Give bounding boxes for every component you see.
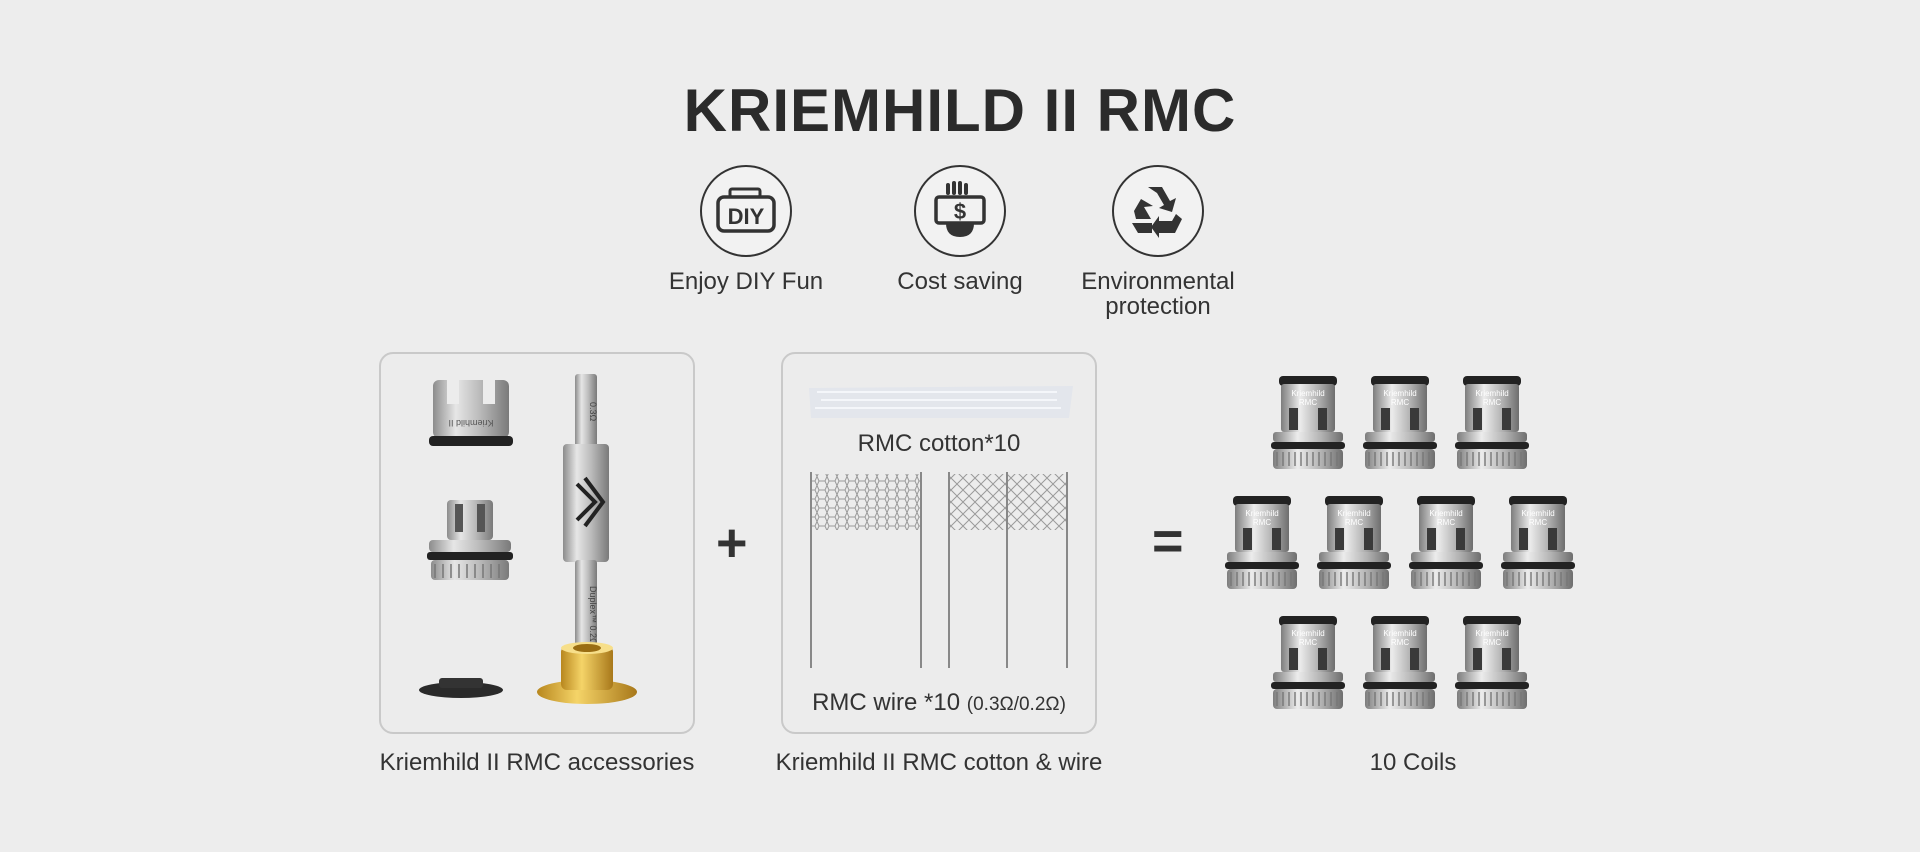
feature-label-multiline: Environmental protection [1058, 269, 1258, 319]
coil-base-part [427, 500, 513, 580]
cotton-wire-box: RMC cotton*10 RMC wire *10 (0.3Ω/0.2Ω) [781, 352, 1097, 734]
svg-text:RMC: RMC [1253, 518, 1271, 527]
head-label: Kriemhild II [448, 418, 493, 428]
diy-icon: DIY [700, 165, 792, 257]
svg-text:Kriemhild: Kriemhild [1291, 389, 1324, 398]
svg-text:RMC: RMC [1483, 398, 1501, 407]
plus-sign: + [716, 513, 748, 573]
svg-text:RMC: RMC [1391, 638, 1409, 647]
cotton-label: RMC cotton*10 [857, 430, 1021, 457]
feature-diy: DIY Enjoy DIY Fun [646, 165, 846, 294]
svg-text:RMC: RMC [1483, 638, 1501, 647]
svg-text:Kriemhild: Kriemhild [1383, 389, 1416, 398]
cotton-strip-image [809, 386, 1073, 418]
accessories-caption: Kriemhild II RMC accessories [379, 749, 695, 776]
mesh-wire-image [810, 472, 1068, 668]
svg-text:RMC: RMC [1299, 638, 1317, 647]
feature-label-line1: Environmental [1081, 268, 1235, 295]
svg-text:RMC: RMC [1391, 398, 1409, 407]
chimney-cap-part: Kriemhild II [429, 380, 513, 446]
svg-text:RMC: RMC [1345, 518, 1363, 527]
svg-text:Kriemhild: Kriemhild [1475, 389, 1508, 398]
svg-text:Kriemhild: Kriemhild [1337, 509, 1370, 518]
feature-label-line2: protection [1105, 293, 1211, 320]
tube-label-bottom: Duplex™ 0.2Ω [588, 586, 598, 645]
svg-text:Kriemhild: Kriemhild [1521, 509, 1554, 518]
svg-text:Kriemhild: Kriemhild [1429, 509, 1462, 518]
svg-text:$: $ [954, 199, 966, 224]
feature-environmental: Environmental protection [1058, 165, 1258, 319]
accessories-illustration: Kriemhild II 0.3Ω Duplex™ 0.2Ω [419, 374, 637, 704]
feature-label: Enjoy DIY Fun [668, 268, 824, 295]
accessories-box: Kriemhild II 0.3Ω Duplex™ 0.2Ω [379, 352, 695, 734]
coils-caption: 10 Coils [1369, 749, 1457, 776]
svg-text:RMC: RMC [1437, 518, 1455, 527]
svg-text:DIY: DIY [728, 204, 765, 229]
feature-label: Cost saving [897, 268, 1023, 295]
wire-label: RMC wire *10 (0.3Ω/0.2Ω) [783, 689, 1095, 717]
feature-cost-saving: $ Cost saving [860, 165, 1060, 294]
svg-text:Kriemhild: Kriemhild [1475, 629, 1508, 638]
wire-spec: (0.3Ω/0.2Ω) [966, 694, 1066, 715]
recycle-icon [1112, 165, 1204, 257]
equals-sign: = [1152, 511, 1184, 571]
cotton-wire-caption: Kriemhild II RMC cotton & wire [775, 749, 1103, 776]
tube-label-top: 0.3Ω [588, 402, 598, 422]
svg-text:Kriemhild: Kriemhild [1383, 629, 1416, 638]
cost-saving-icon: $ [914, 165, 1006, 257]
gold-base-part [537, 642, 637, 704]
coil-tool-part: 0.3Ω Duplex™ 0.2Ω [563, 374, 609, 662]
wire-label-text: RMC wire *10 [812, 689, 961, 716]
svg-text:RMC: RMC [1299, 398, 1317, 407]
svg-text:Kriemhild: Kriemhild [1245, 509, 1278, 518]
svg-text:Kriemhild: Kriemhild [1291, 629, 1324, 638]
page-title: KRIEMHILD II RMC [683, 77, 1237, 144]
svg-text:RMC: RMC [1529, 518, 1547, 527]
